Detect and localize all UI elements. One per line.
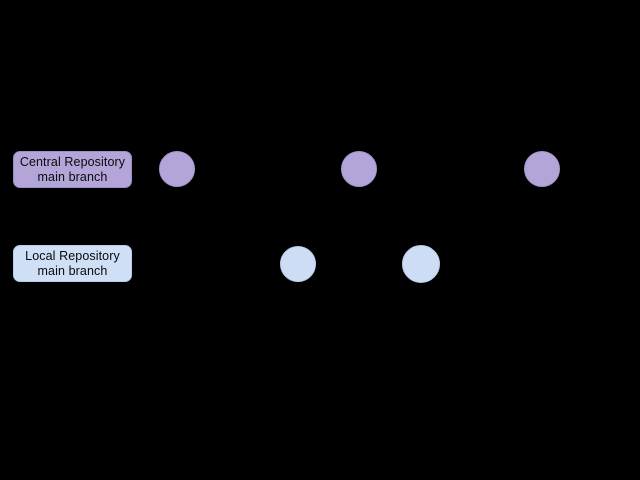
central-repository-label-line2: main branch xyxy=(37,169,108,184)
central-repository-label[interactable]: Central Repository main branch xyxy=(13,151,132,188)
central-repository-label-line1: Central Repository xyxy=(19,154,126,169)
local-repository-label-line1: Local Repository xyxy=(25,248,120,263)
central-commit-node-2[interactable] xyxy=(341,151,377,187)
central-commit-node-3[interactable] xyxy=(524,151,560,187)
local-repository-label[interactable]: Local Repository main branch xyxy=(13,245,132,282)
central-commit-node-1[interactable] xyxy=(159,151,195,187)
local-commit-node-1[interactable] xyxy=(280,246,316,282)
local-commit-node-2[interactable] xyxy=(402,245,440,283)
local-repository-label-line2: main branch xyxy=(37,263,108,278)
